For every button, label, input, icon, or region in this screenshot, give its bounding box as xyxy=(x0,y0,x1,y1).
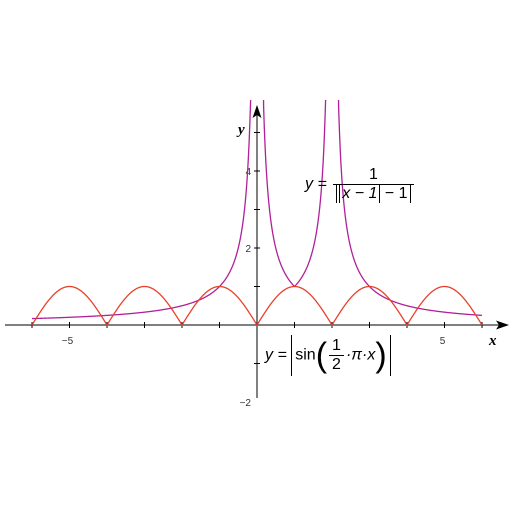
formula1-outer-abs: x − 1 − 1 xyxy=(336,185,411,203)
formula2-lhs: y = xyxy=(265,346,287,364)
formula2-numerator: 1 xyxy=(332,337,341,354)
x-axis-arrow xyxy=(496,320,509,330)
formula2-close-paren: ) xyxy=(375,336,387,375)
formula1-denominator: x − 1 − 1 xyxy=(333,184,414,203)
y-tick-label: 2 xyxy=(245,244,251,255)
y-axis-arrow xyxy=(252,105,262,118)
formula1-lhs: y = xyxy=(305,175,327,193)
formula2-tail: ·π·x xyxy=(345,346,376,364)
formula1-inner-text: x − 1 xyxy=(342,185,378,202)
formula1-tail-text: − 1 xyxy=(384,185,408,202)
formula-reciprocal-abs: y = 1 x − 1 − 1 xyxy=(305,166,416,203)
x-tick-label: −5 xyxy=(62,336,74,347)
y-tick-label: −2 xyxy=(240,398,252,409)
formula2-denominator: 2 xyxy=(329,355,344,374)
x-axis-label: x xyxy=(488,333,497,349)
x-tick-label: 5 xyxy=(440,336,446,347)
formula2-sin: sin xyxy=(295,346,316,364)
axes xyxy=(5,105,509,398)
curves xyxy=(31,99,483,327)
formula1-fraction: 1 x − 1 − 1 xyxy=(333,166,414,203)
formula2-open-paren: ( xyxy=(315,336,328,375)
y-axis-label: y xyxy=(236,122,245,138)
formula1-inner-abs: x − 1 xyxy=(339,185,381,203)
y-tick-label: 4 xyxy=(245,167,251,178)
formula1-numerator: 1 xyxy=(368,166,378,183)
